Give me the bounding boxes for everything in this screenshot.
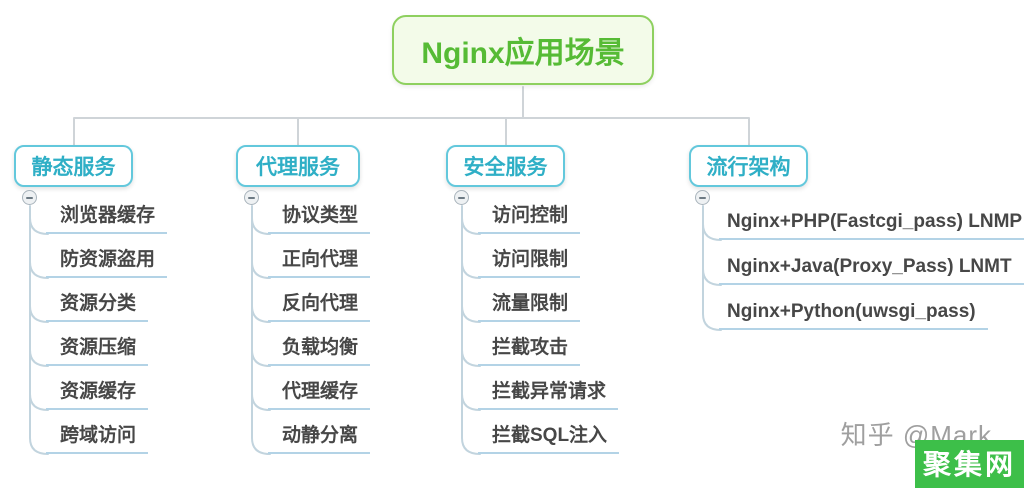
node-item[interactable]: 资源压缩 (46, 336, 149, 366)
node-item[interactable]: Nginx+Java(Proxy_Pass) LNMT (719, 255, 1024, 285)
node-item[interactable]: 跨域访问 (46, 424, 149, 454)
branch-node-security-service[interactable]: 安全服务 (446, 145, 565, 187)
collapse-icon[interactable] (454, 190, 469, 205)
node-item[interactable]: 访问控制 (478, 204, 581, 234)
node-item[interactable]: 资源分类 (46, 292, 149, 322)
node-item[interactable]: 访问限制 (478, 248, 581, 278)
node-item[interactable]: 动静分离 (268, 424, 371, 454)
minus-icon (26, 196, 33, 199)
node-item[interactable]: 协议类型 (268, 204, 371, 234)
node-item[interactable]: 拦截攻击 (478, 336, 581, 366)
minus-icon (458, 196, 465, 199)
node-item[interactable]: 代理缓存 (268, 380, 371, 410)
branch-node-popular-architecture[interactable]: 流行架构 (689, 145, 808, 187)
watermark-stamp: 聚集网 (914, 440, 1024, 488)
collapse-icon[interactable] (22, 190, 37, 205)
collapse-icon[interactable] (244, 190, 259, 205)
node-item[interactable]: Nginx+PHP(Fastcgi_pass) LNMP (719, 210, 1024, 240)
node-item[interactable]: 负载均衡 (268, 336, 371, 366)
node-item[interactable]: 浏览器缓存 (46, 204, 168, 234)
node-item[interactable]: 反向代理 (268, 292, 371, 322)
collapse-icon[interactable] (695, 190, 710, 205)
node-item[interactable]: 正向代理 (268, 248, 371, 278)
node-item[interactable]: 流量限制 (478, 292, 581, 322)
root-node-nginx[interactable]: Nginx应用场景 (392, 15, 654, 85)
node-item[interactable]: 拦截异常请求 (478, 380, 619, 410)
branch-node-proxy-service[interactable]: 代理服务 (236, 145, 360, 187)
branch-node-static-service[interactable]: 静态服务 (14, 145, 133, 187)
node-item[interactable]: 资源缓存 (46, 380, 149, 410)
node-item[interactable]: Nginx+Python(uwsgi_pass) (719, 300, 988, 330)
node-item[interactable]: 防资源盗用 (46, 248, 168, 278)
minus-icon (248, 196, 255, 199)
minus-icon (699, 196, 706, 199)
node-item[interactable]: 拦截SQL注入 (478, 424, 620, 454)
